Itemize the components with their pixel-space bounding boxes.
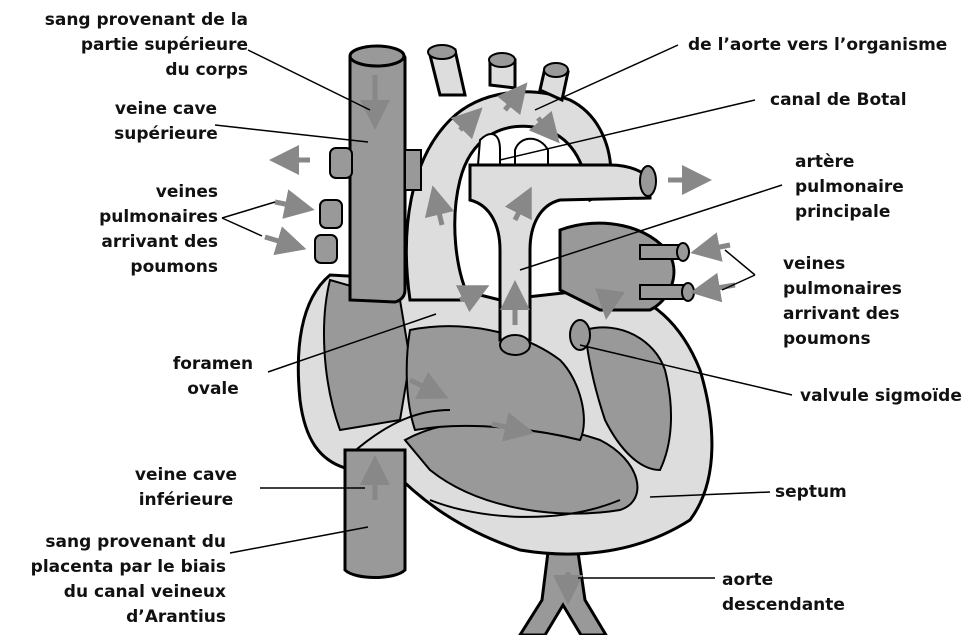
- label-line: veine cave: [112, 97, 220, 122]
- label-line: artère: [795, 150, 904, 175]
- label-aorte-organisme: de l’aorte vers l’organisme: [688, 33, 947, 58]
- label-line: veines: [783, 252, 902, 277]
- label-line: descendante: [722, 593, 845, 618]
- label-line: arrivant des: [783, 302, 902, 327]
- left-atrium: [560, 223, 694, 310]
- label-veine-cave-superieure: veine cave supérieure: [112, 97, 220, 147]
- label-line: d’Arantius: [6, 605, 226, 630]
- label-valvule-sigmoide: valvule sigmoïde: [800, 384, 962, 409]
- label-line: pulmonaires: [90, 205, 218, 230]
- label-line: du corps: [10, 58, 248, 83]
- label-line: de l’aorte vers l’organisme: [688, 33, 947, 58]
- descending-aorta: [520, 552, 606, 635]
- label-line: canal de Botal: [770, 88, 907, 113]
- label-line: septum: [775, 480, 847, 505]
- label-line: valvule sigmoïde: [800, 384, 962, 409]
- label-veines-pulmonaires-left: veines pulmonaires arrivant des poumons: [90, 180, 218, 280]
- label-aorte-descendante: aorte descendante: [722, 568, 845, 618]
- label-artere-pulmonaire: artère pulmonaire principale: [795, 150, 904, 225]
- label-veine-cave-inferieure: veine cave inférieure: [130, 463, 242, 513]
- label-line: foramen: [158, 352, 268, 377]
- label-septum: septum: [775, 480, 847, 505]
- label-line: ovale: [158, 377, 268, 402]
- label-line: veine cave: [130, 463, 242, 488]
- label-line: supérieure: [112, 122, 220, 147]
- label-sang-superieur: sang provenant de la partie supérieure d…: [10, 8, 248, 83]
- label-line: du canal veineux: [6, 580, 226, 605]
- label-line: principale: [795, 200, 904, 225]
- label-line: pulmonaire: [795, 175, 904, 200]
- label-line: partie supérieure: [10, 33, 248, 58]
- label-line: veines: [90, 180, 218, 205]
- label-line: sang provenant du: [6, 530, 226, 555]
- label-canal-botal: canal de Botal: [770, 88, 907, 113]
- label-line: poumons: [783, 327, 902, 352]
- label-sang-placenta: sang provenant du placenta par le biais …: [6, 530, 226, 630]
- label-veines-pulmonaires-right: veines pulmonaires arrivant des poumons: [783, 252, 902, 352]
- label-line: arrivant des: [90, 230, 218, 255]
- label-line: pulmonaires: [783, 277, 902, 302]
- label-line: inférieure: [130, 488, 242, 513]
- label-line: aorte: [722, 568, 845, 593]
- label-line: poumons: [90, 255, 218, 280]
- label-foramen-ovale: foramen ovale: [158, 352, 268, 402]
- label-line: placenta par le biais: [6, 555, 226, 580]
- label-line: sang provenant de la: [10, 8, 248, 33]
